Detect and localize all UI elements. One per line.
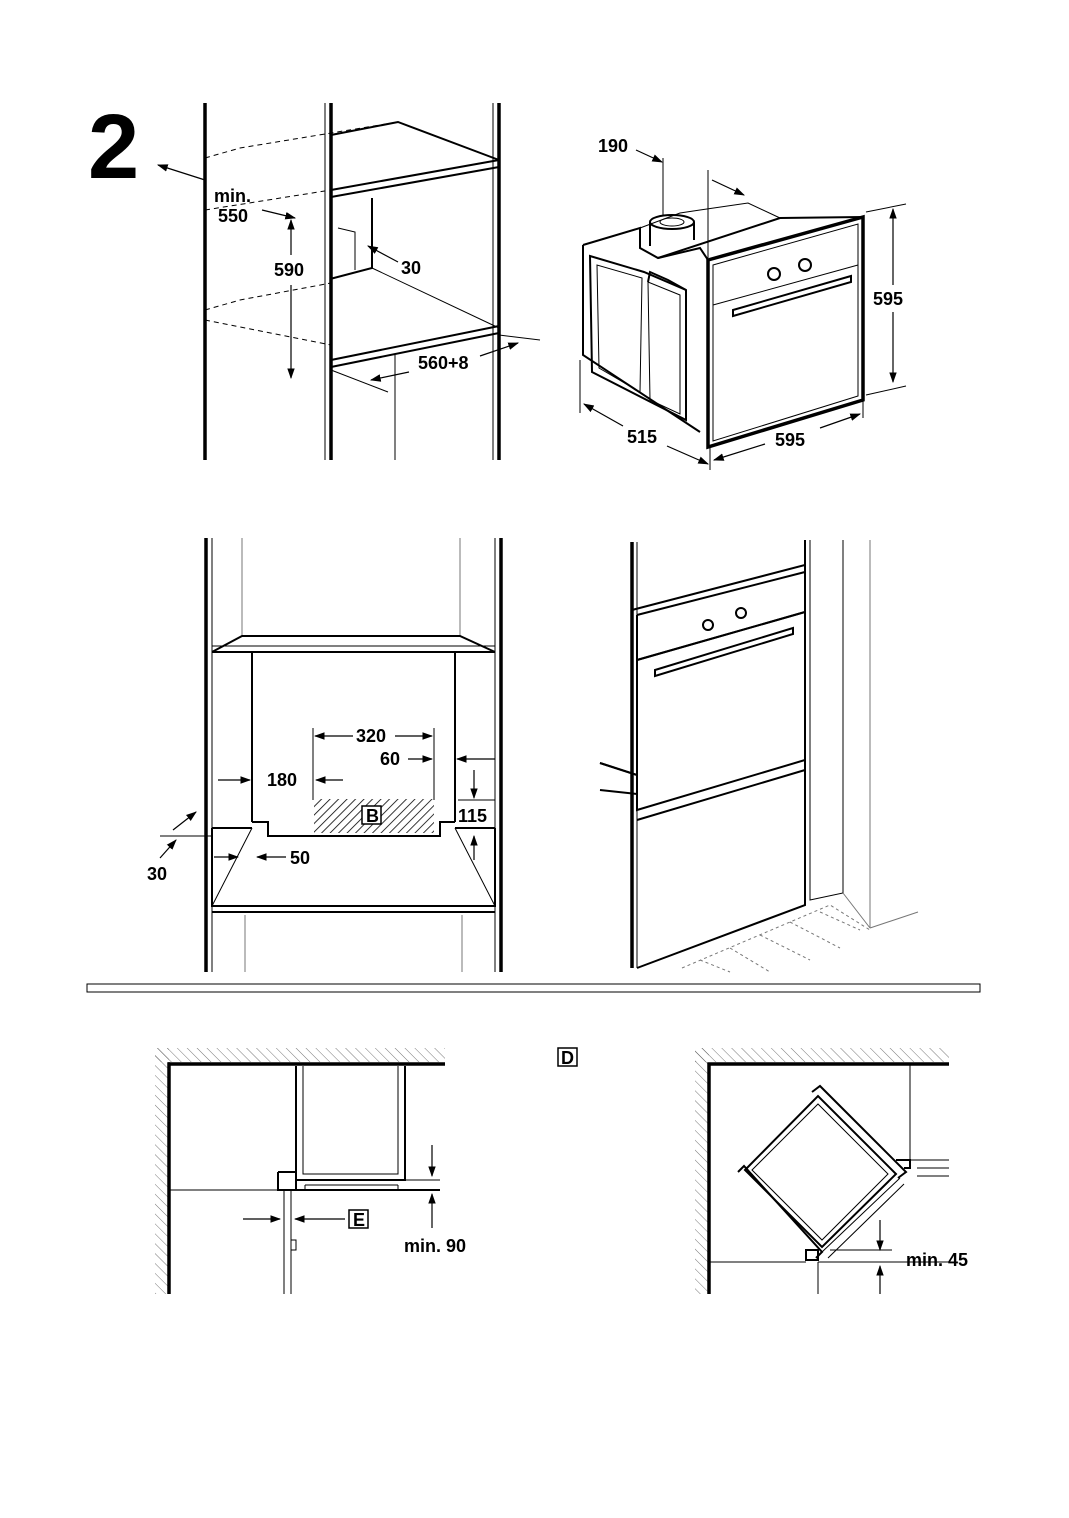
back-gap-label: 30 — [401, 258, 421, 278]
figure-number: 2 — [88, 96, 139, 198]
middle-left-cabinet-front-diagram: B 320 60 180 115 30 50 — [147, 538, 501, 972]
min-depth-label-line2: 550 — [218, 206, 248, 226]
middle-right-built-in-oven-diagram — [600, 540, 918, 972]
oven-width-label: 595 — [775, 430, 805, 450]
front-gap-label: 30 — [147, 864, 167, 884]
detail-d-label: D — [561, 1048, 574, 1068]
min-depth-label-line1: min. — [214, 186, 251, 206]
oven-depth-label: 515 — [627, 427, 657, 447]
oven-height-label: 595 — [873, 289, 903, 309]
top-right-oven-diagram: 190 595 515 595 — [580, 136, 906, 470]
vent-height-label: 115 — [458, 806, 487, 826]
vent-width-label: 320 — [356, 726, 386, 746]
cabinet-height-label: 590 — [274, 260, 304, 280]
top-left-cabinet-diagram: min. 550 590 30 560+8 — [158, 103, 540, 460]
section-divider — [87, 984, 980, 992]
side-gap-label: 180 — [267, 770, 297, 790]
vent-offset-label-2: 60 — [380, 749, 400, 769]
bottom-offset-label: 50 — [290, 848, 310, 868]
cabinet-width-label: 560+8 — [418, 353, 469, 373]
detail-e-label: E — [353, 1210, 365, 1230]
min-clearance-90-label: min. 90 — [404, 1236, 466, 1256]
min-clearance-45-label: min. 45 — [906, 1250, 968, 1270]
bottom-right-corner-view-diagram: D min. 45 — [558, 1048, 968, 1294]
bottom-left-plan-view-diagram: E min. 90 — [155, 1048, 466, 1294]
vent-area-label: B — [366, 806, 379, 826]
vent-offset-label: 190 — [598, 136, 628, 156]
